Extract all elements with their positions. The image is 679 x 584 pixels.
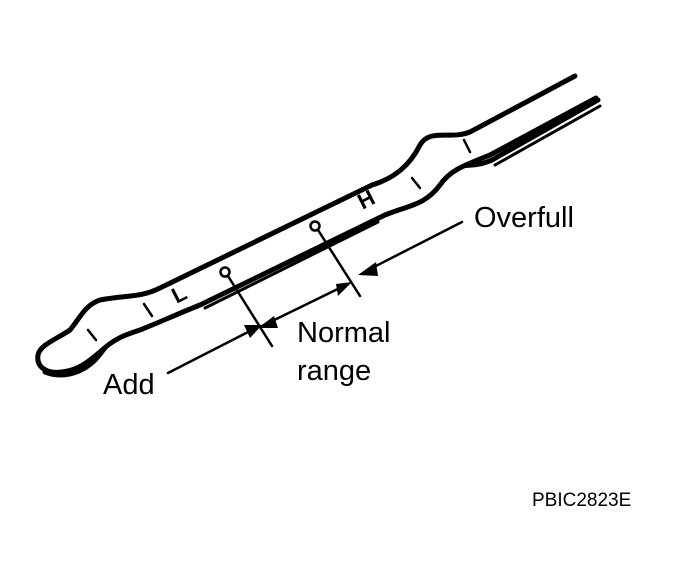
tick-mark-right (410, 176, 422, 190)
tick-mark-left (86, 328, 98, 342)
dipstick-inner-line (493, 104, 602, 167)
label-normal-line1: Normal (297, 317, 390, 349)
label-normal-line2: range (297, 355, 371, 387)
label-overfull: Overfull (474, 202, 574, 234)
range-indicators (166, 220, 464, 375)
leader-line-full (316, 228, 362, 298)
dipstick: L H (35, 73, 602, 378)
add-arrowhead (244, 325, 262, 338)
overfull-arrow-line (366, 220, 464, 272)
leader-line-add (226, 274, 274, 348)
hole-marker-add (219, 266, 231, 278)
normal-arrowhead-right (336, 282, 352, 296)
label-add: Add (103, 369, 155, 401)
figure-code: PBIC2823E (532, 490, 631, 511)
overfull-arrowhead (358, 262, 378, 276)
normal-arrowhead-left (258, 316, 278, 328)
tick-mark-far-right (462, 138, 472, 154)
tick-mark-l-area (142, 302, 154, 318)
hole-marker-full (309, 220, 321, 232)
normal-range-arrow-line (260, 282, 350, 328)
dipstick-inner-line-2 (203, 220, 380, 310)
add-arrow-line (166, 328, 254, 375)
